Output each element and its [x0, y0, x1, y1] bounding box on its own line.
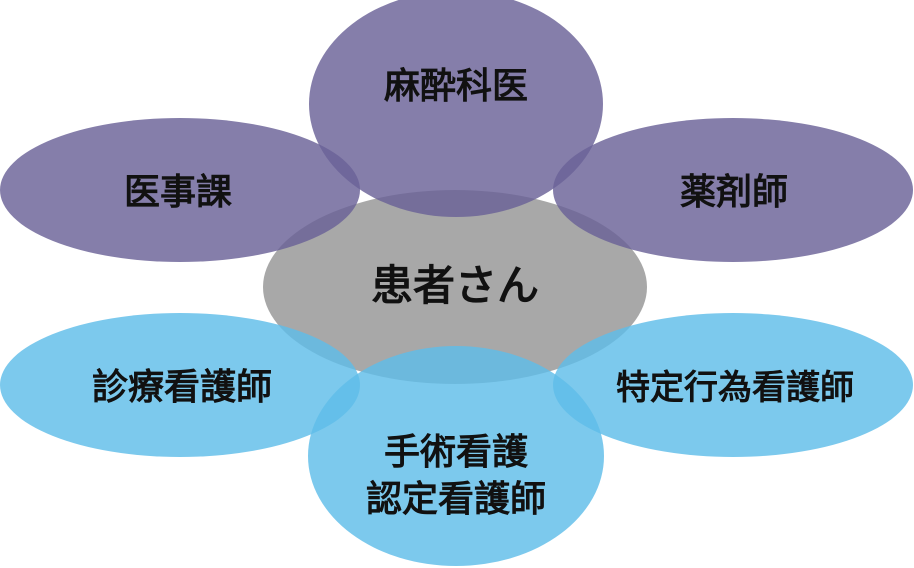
ellipse-clinical-nurse: [0, 313, 360, 457]
ellipse-medical-affairs: [0, 118, 360, 262]
center-label: 患者さん: [371, 261, 539, 310]
label-surgical-nurse-line1: 手術看護: [384, 432, 529, 473]
label-medical-affairs: 医事課: [124, 172, 232, 213]
ellipse-pharmacist: [553, 118, 913, 262]
label-specified-act-nurse: 特定行為看護師: [616, 368, 854, 408]
label-clinical-nurse: 診療看護師: [92, 367, 272, 408]
label-surgical-nurse-line2: 認定看護師: [366, 479, 546, 520]
ellipse-surgical-nurse: [308, 346, 604, 566]
ellipse-specified-act-nurse: [553, 313, 913, 457]
center-ellipse-patient: [263, 190, 647, 384]
label-anesthesiologist: 麻酔科医: [384, 66, 528, 107]
ellipse-anesthesiologist: [309, 0, 603, 217]
label-pharmacist: 薬剤師: [680, 172, 788, 213]
